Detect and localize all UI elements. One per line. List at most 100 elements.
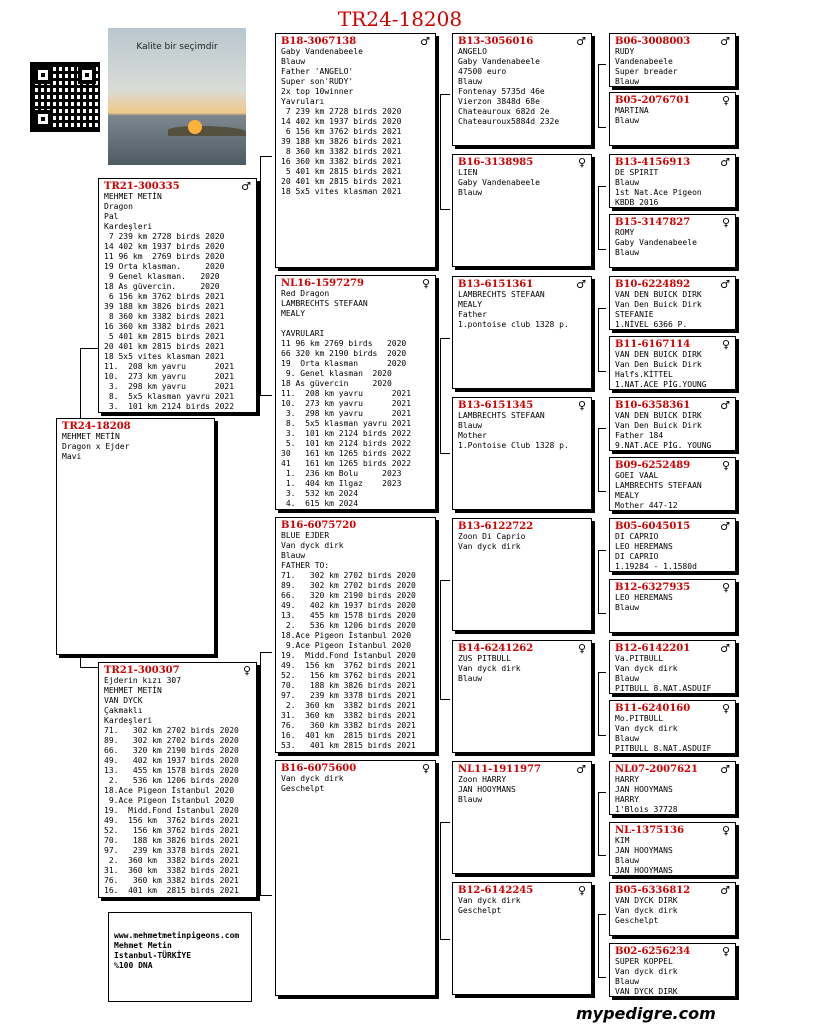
ring-number: B12-6142201	[615, 643, 691, 654]
ring-number: B10-6358361	[615, 400, 691, 411]
pedigree-line: Geschelpt	[615, 916, 659, 925]
pedigree-line: LAMBRECHTS STEFAAN	[458, 411, 545, 420]
pedigree-line: 18.Ace Pigeon İstanbul 2020	[104, 786, 235, 795]
female-icon: ♀	[577, 642, 586, 655]
pedigree-line: Van Den Buick Dirk	[615, 300, 702, 309]
ring-number: B18-3067138	[281, 36, 357, 47]
pedigree-line: VAN DEN BUICK DIRK	[615, 411, 702, 420]
pedigree-line: Blauw	[281, 551, 306, 560]
ring-number: B06-3008003	[615, 36, 691, 47]
male-icon: ♂	[720, 884, 730, 897]
pedigree-line: 3. 101 km 2124 birds 2022	[281, 429, 412, 438]
pedigree-line: Blauw	[458, 674, 483, 683]
pedigree-line: 2. 536 km 1206 birds 2020	[281, 621, 416, 630]
connector-ssd	[598, 186, 606, 250]
pedigree-line: PITBULL 8.NAT.ASDUIF	[615, 744, 712, 753]
pedigree-line: Dragon	[104, 202, 133, 211]
pedigree-line: 49. 156 km 3762 birds 2021	[281, 661, 416, 670]
brand-logo-text[interactable]: mypedigre.com	[576, 1004, 716, 1023]
pedigree-line: 53. 401 km 2815 birds 2021	[281, 741, 416, 750]
pedigree-line: Red Dragon	[281, 289, 330, 298]
female-icon: ♀	[421, 277, 430, 290]
pedigree-line: MEHMET METİN	[62, 432, 120, 441]
pedigree-line: Mo.PITBULL	[615, 714, 664, 723]
pedigree-line: 18 5x5 vites klasman 2021	[281, 187, 402, 196]
female-icon: ♀	[577, 156, 586, 169]
pedigree-line: Van dyck dirk	[615, 967, 678, 976]
pedigree-line: 89. 302 km 2702 birds 2020	[104, 736, 239, 745]
pedigree-line: Van dyck dirk	[458, 664, 521, 673]
connector-ddd	[598, 914, 606, 978]
pedigree-line: 4. 615 km 2024	[281, 499, 359, 508]
connector-sds	[598, 308, 606, 372]
ring-number: TR21-300335	[104, 181, 180, 192]
pedigree-line: DI CAPRIO	[615, 552, 659, 561]
pedigree-line: Super son'RUDY'	[281, 77, 354, 86]
pedigree-line: Blauw	[615, 856, 640, 865]
male-icon: ♂	[720, 399, 730, 412]
pedigree-line: YAVRULARI	[281, 329, 325, 338]
pedigree-line: Fontenay 5735d 46e	[458, 87, 545, 96]
ring-number: NL07-2007621	[615, 764, 698, 775]
pedigree-line: 97. 239 km 3378 birds 2021	[104, 846, 239, 855]
qr-code-icon[interactable]	[30, 62, 100, 132]
pedigree-line: Blauw	[615, 977, 640, 986]
ring-number: TR24-18208	[62, 421, 131, 432]
connector-dsd	[598, 672, 606, 736]
pedigree-line: Van dyck dirk	[615, 906, 678, 915]
pedigree-line: Van dyck dirk	[615, 724, 678, 733]
sunset-photo: Kalite bir seçimdir	[108, 28, 246, 165]
ring-number: B13-6151345	[458, 400, 534, 411]
female-icon: ♀	[721, 338, 730, 351]
female-icon: ♀	[721, 216, 730, 229]
connector-ds	[440, 580, 450, 700]
pedigree-line: Chateauroux 682d 2e	[458, 107, 550, 116]
contact-line: %100 DNA	[114, 961, 153, 970]
female-icon: ♀	[721, 824, 730, 837]
pedigree-line: 2x top 10winner	[281, 87, 354, 96]
pedigree-line: BLUE EJDER	[281, 531, 330, 540]
pedigree-line: LAMBRECHTS STEFAAN	[281, 299, 368, 308]
pedigree-line: Mavi	[62, 452, 82, 461]
pedigree-line: 18 As güvercin 2020	[281, 379, 392, 388]
pedigree-line: 1'Blois 37728	[615, 805, 678, 814]
female-icon: ♀	[242, 664, 251, 677]
contact-line[interactable]: www.mehmetmetinpigeons.com	[114, 931, 240, 940]
pedigree-line: Kardeşleri	[104, 716, 153, 725]
pedigree-line: 30 161 km 1265 birds 2022	[281, 449, 412, 458]
ring-number: B10-6224892	[615, 279, 691, 290]
pedigree-line: ZUS PITBULL	[458, 654, 511, 663]
pedigree-line: 89. 302 km 2702 birds 2020	[281, 581, 416, 590]
